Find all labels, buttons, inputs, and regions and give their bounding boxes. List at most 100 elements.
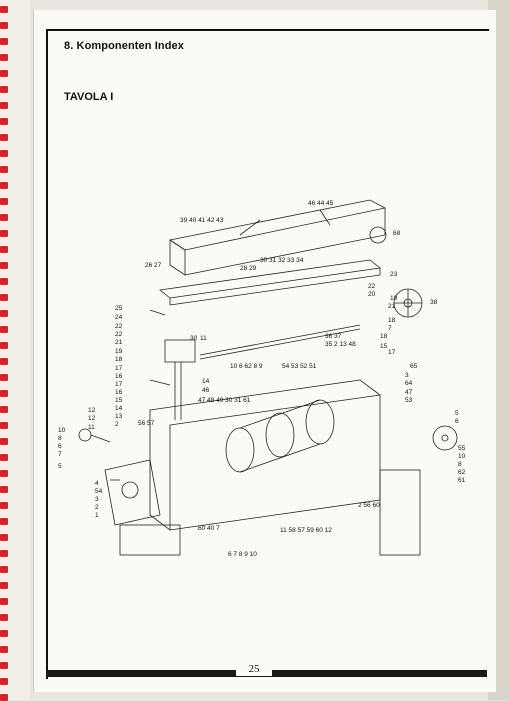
part-label: 46 44 45 bbox=[308, 200, 334, 207]
part-label: 4 bbox=[95, 480, 99, 487]
binding-ring bbox=[0, 534, 8, 541]
part-label: 38 bbox=[430, 299, 438, 306]
binding-ring bbox=[0, 294, 8, 301]
exploded-parts-diagram: 46 44 45 39 40 41 42 43 68 26 27 28 29 3… bbox=[58, 199, 466, 558]
top-knob bbox=[369, 226, 387, 244]
binding-ring bbox=[0, 694, 8, 701]
binding-ring bbox=[0, 22, 8, 29]
roller-2 bbox=[265, 412, 295, 458]
part-label: 54 53 52 51 bbox=[282, 363, 317, 370]
part-label: 18 bbox=[115, 356, 123, 363]
binding-ring bbox=[0, 86, 8, 93]
part-label: 61 bbox=[458, 477, 466, 484]
part-label: 68 bbox=[393, 230, 401, 237]
part-label: 28 29 bbox=[240, 265, 257, 272]
part-label: 22 bbox=[115, 331, 123, 338]
binding-ring bbox=[0, 278, 8, 285]
part-label: 46 bbox=[202, 387, 210, 394]
part-label: 15 bbox=[115, 397, 123, 404]
part-label: 21 bbox=[115, 339, 123, 346]
binding-ring bbox=[0, 134, 8, 141]
part-label: 12 bbox=[88, 407, 96, 414]
binding-ring bbox=[0, 582, 8, 589]
binding-ring bbox=[0, 326, 8, 333]
document-page bbox=[33, 10, 496, 692]
part-label: 19 bbox=[115, 348, 123, 355]
part-label: 22 bbox=[368, 283, 376, 290]
binding-ring bbox=[0, 54, 8, 61]
part-label: 19 bbox=[390, 295, 398, 302]
part-label: 5 bbox=[58, 463, 62, 470]
part-label: 11 bbox=[200, 335, 207, 342]
part-label: 18 bbox=[380, 333, 388, 340]
binding-ring bbox=[0, 198, 8, 205]
binding-ring bbox=[0, 118, 8, 125]
binding-ring bbox=[0, 214, 8, 221]
part-label: 54 bbox=[95, 488, 103, 495]
part-label: 14 bbox=[115, 405, 123, 412]
part-label: 24 bbox=[115, 314, 123, 321]
guide-rail bbox=[159, 259, 381, 299]
right-stand bbox=[379, 469, 421, 556]
part-label: 55 bbox=[458, 445, 466, 452]
binding-ring bbox=[0, 342, 8, 349]
binding-ring bbox=[0, 518, 8, 525]
binding-ring bbox=[0, 422, 8, 429]
part-label: 30 bbox=[190, 335, 198, 342]
part-label: 10 bbox=[458, 453, 466, 460]
binding-ring bbox=[0, 454, 8, 461]
part-label: 64 bbox=[405, 380, 413, 387]
binding-ring bbox=[0, 566, 8, 573]
part-label: 17 bbox=[115, 381, 123, 388]
part-label: 35 2 13 48 bbox=[325, 341, 356, 348]
binding-ring bbox=[0, 438, 8, 445]
part-label: 10 6 62 8 9 bbox=[230, 363, 263, 370]
binding-ring bbox=[0, 406, 8, 413]
page-number: 25 bbox=[236, 663, 272, 676]
part-label: 2 bbox=[95, 504, 99, 511]
binding-ring bbox=[0, 646, 8, 653]
part-label: 11 58 57 59 60 12 bbox=[280, 527, 332, 534]
part-label: 14 bbox=[202, 378, 210, 385]
left-bracket bbox=[164, 339, 196, 363]
part-label: 21 bbox=[388, 303, 396, 310]
part-label: 20 bbox=[368, 291, 376, 298]
binding-ring bbox=[0, 310, 8, 317]
binding-ring bbox=[0, 358, 8, 365]
part-label: 22 bbox=[115, 323, 123, 330]
roller-3 bbox=[305, 399, 335, 445]
binding-ring bbox=[0, 614, 8, 621]
base-stand bbox=[119, 524, 181, 556]
part-label: 47 48 49 30 31 61 bbox=[198, 397, 251, 404]
part-label: 10 bbox=[58, 427, 66, 434]
handwheel-lower bbox=[432, 425, 458, 451]
top-bar bbox=[168, 199, 387, 251]
binding-ring bbox=[0, 550, 8, 557]
binding-ring bbox=[0, 678, 8, 685]
binding-ring bbox=[0, 166, 8, 173]
binding-ring bbox=[0, 470, 8, 477]
part-label: 65 bbox=[410, 363, 418, 370]
part-label: 17 bbox=[388, 349, 396, 356]
binding-ring bbox=[0, 486, 8, 493]
part-label: 62 bbox=[458, 469, 466, 476]
part-label: 2 56 60 bbox=[358, 502, 380, 509]
roller-1 bbox=[225, 427, 255, 473]
binding-ring bbox=[0, 662, 8, 669]
section-title: 8. Komponenten Index bbox=[64, 40, 184, 52]
part-label: 3 bbox=[405, 372, 409, 379]
part-label: 25 bbox=[115, 305, 123, 312]
part-label: 15 bbox=[380, 343, 388, 350]
part-label: 6 bbox=[58, 443, 62, 450]
binding-ring bbox=[0, 630, 8, 637]
part-label: 16 bbox=[115, 389, 123, 396]
part-label: 8 bbox=[58, 435, 62, 442]
part-label: 5 bbox=[455, 410, 459, 417]
part-label: 12 bbox=[88, 415, 96, 422]
part-label: 26 27 bbox=[145, 262, 162, 269]
binding-ring bbox=[0, 502, 8, 509]
binding-ring bbox=[0, 230, 8, 237]
part-label: 60 40 7 bbox=[198, 525, 220, 532]
binding-ring bbox=[0, 150, 8, 157]
binding-ring bbox=[0, 390, 8, 397]
